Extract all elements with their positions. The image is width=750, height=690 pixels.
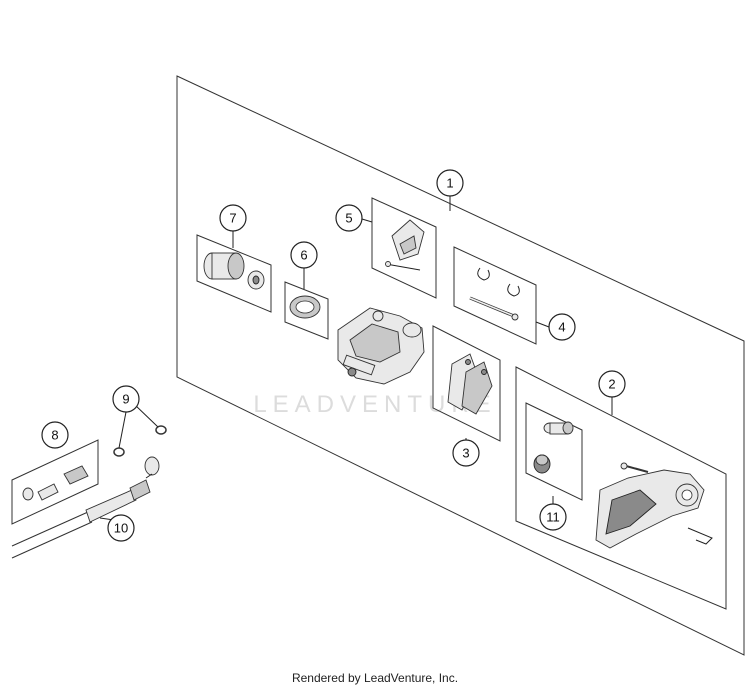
panel-8 [11, 439, 99, 525]
svg-text:7: 7 [229, 211, 236, 226]
callout-10: 10 [107, 514, 135, 542]
svg-text:11: 11 [546, 510, 560, 525]
callout-2: 2 [598, 370, 626, 398]
svg-text:2: 2 [608, 377, 615, 392]
piston-part [203, 252, 265, 290]
panel-11 [525, 402, 583, 501]
svg-text:1: 1 [446, 176, 453, 191]
footer-credit: Rendered by LeadVenture, Inc. [291, 671, 459, 685]
pin-part [469, 267, 520, 321]
svg-text:6: 6 [300, 248, 307, 263]
panel-4 [453, 246, 537, 345]
panel-6 [284, 281, 329, 340]
pad-spring-part [385, 219, 425, 271]
callout-7: 7 [219, 204, 247, 232]
svg-text:8: 8 [51, 428, 58, 443]
callout-8: 8 [41, 421, 69, 449]
panel-5 [371, 197, 437, 299]
callout-6: 6 [290, 241, 318, 269]
sleeve-part [533, 421, 574, 474]
svg-text:4: 4 [558, 320, 565, 335]
svg-text:5: 5 [345, 211, 352, 226]
caliper-body-part [337, 307, 425, 385]
bleeder-part [22, 465, 89, 501]
callout-11: 11 [539, 503, 567, 531]
svg-text:3: 3 [462, 446, 469, 461]
caliper-support-part [595, 462, 713, 549]
leader-lines [54, 196, 613, 521]
callout-4: 4 [548, 313, 576, 341]
callout-9: 9 [112, 385, 140, 413]
o-ring-part [113, 425, 167, 457]
brake-pads-part [447, 353, 493, 415]
panel-2 [515, 366, 727, 610]
main-assembly-panel [176, 75, 745, 656]
brake-hose-part [11, 456, 160, 559]
callout-5: 5 [335, 204, 363, 232]
panel-3 [432, 325, 501, 442]
callout-1: 1 [436, 169, 464, 197]
panel-7 [196, 234, 272, 313]
callout-3: 3 [452, 439, 480, 467]
svg-text:9: 9 [122, 392, 129, 407]
svg-text:10: 10 [114, 521, 128, 536]
seal-part [289, 295, 321, 319]
